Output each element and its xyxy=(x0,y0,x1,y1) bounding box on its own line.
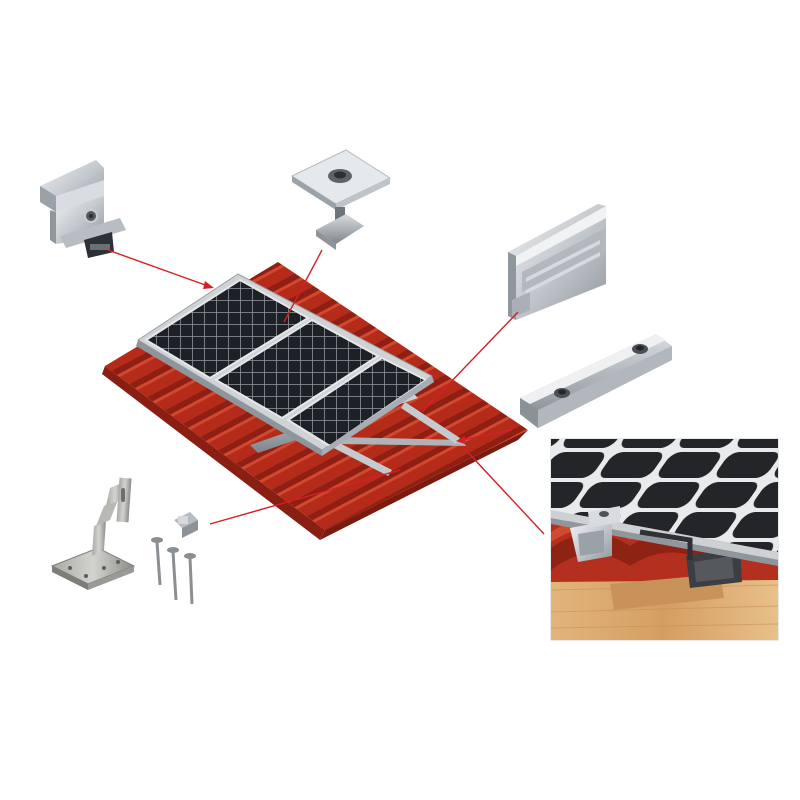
screw-1 xyxy=(151,537,163,586)
roof-hook-icon xyxy=(50,477,198,605)
rail-end-1 xyxy=(326,438,392,476)
leader-splice xyxy=(461,429,513,441)
leader-roof-hook xyxy=(209,469,401,525)
solar-panel-2 xyxy=(214,318,380,420)
rail-icon xyxy=(508,204,606,320)
leader-lines xyxy=(107,249,545,535)
end-clamp-icon xyxy=(40,160,126,258)
splice-icon xyxy=(520,334,672,428)
screw-2 xyxy=(167,547,179,601)
leader-end-clamp xyxy=(107,249,209,287)
leader-detail xyxy=(461,445,545,535)
leader-rail xyxy=(421,311,519,413)
rail-end-2 xyxy=(401,402,460,444)
magnify-detail-icon xyxy=(550,438,779,641)
solar-panel-array xyxy=(136,273,434,456)
solar-panel-3 xyxy=(286,356,428,448)
mid-clamp-icon xyxy=(290,149,392,250)
screw-3 xyxy=(184,553,196,605)
solar-panel-1 xyxy=(144,278,310,380)
leader-mid-clamp xyxy=(283,249,323,323)
